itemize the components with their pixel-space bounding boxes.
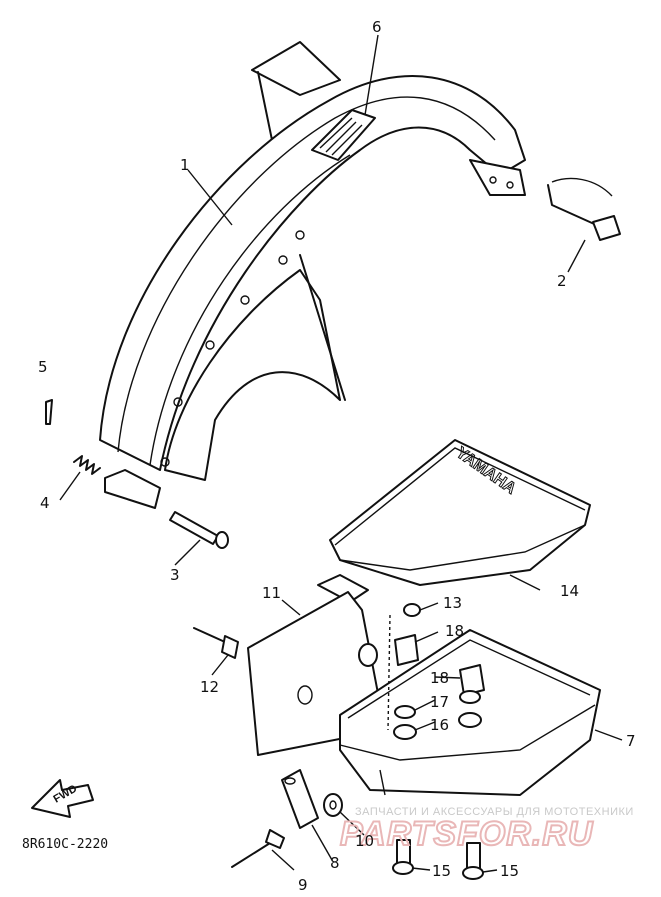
callout-8: 8 [330,854,340,872]
spring-part-4 [73,455,101,475]
watermark-small-text: ЗАПЧАСТИ И АКСЕССУАРЫ ДЛЯ МОТОТЕХНИКИ [355,806,634,818]
pin-part-3 [169,511,229,549]
callout-3: 3 [170,566,180,584]
leader-lines [59,34,623,873]
callout-7: 7 [626,732,636,750]
callout-18b: 18 [430,669,449,687]
callout-10: 10 [355,832,374,850]
chain-case-part-1 [99,41,526,509]
callout-18a: 18 [445,622,464,640]
callout-6: 6 [372,18,382,36]
diagram-code: 8R610C-2220 [22,837,108,852]
callout-16: 16 [430,716,449,734]
emblem-label-part-6 [311,109,376,161]
washer-part-10 [323,793,343,817]
callout-15b: 15 [500,862,519,880]
clip-part-2 [547,177,621,241]
rivet-part-9 [231,829,285,868]
callout-11: 11 [262,584,281,602]
callout-13: 13 [443,594,462,612]
strap-part-8 [281,769,319,829]
callout-5: 5 [38,358,48,376]
callout-1: 1 [180,156,190,174]
watermark-big-text: PARTSFOR.RU [340,815,594,853]
callout-14: 14 [560,582,579,600]
callout-17: 17 [430,693,449,711]
callout-2: 2 [557,272,567,290]
battery-cover-part-14: YAMAHA [317,439,591,603]
forward-direction-arrow: FWD [31,779,94,818]
callout-15a: 15 [432,862,451,880]
bolts-part-15 [392,839,484,880]
nuts-washers [358,603,485,740]
callout-9: 9 [298,876,308,894]
fastener-part-12 [193,627,239,659]
callout-12: 12 [200,678,219,696]
cotter-pin-part-5 [45,399,53,425]
callout-4: 4 [40,494,50,512]
